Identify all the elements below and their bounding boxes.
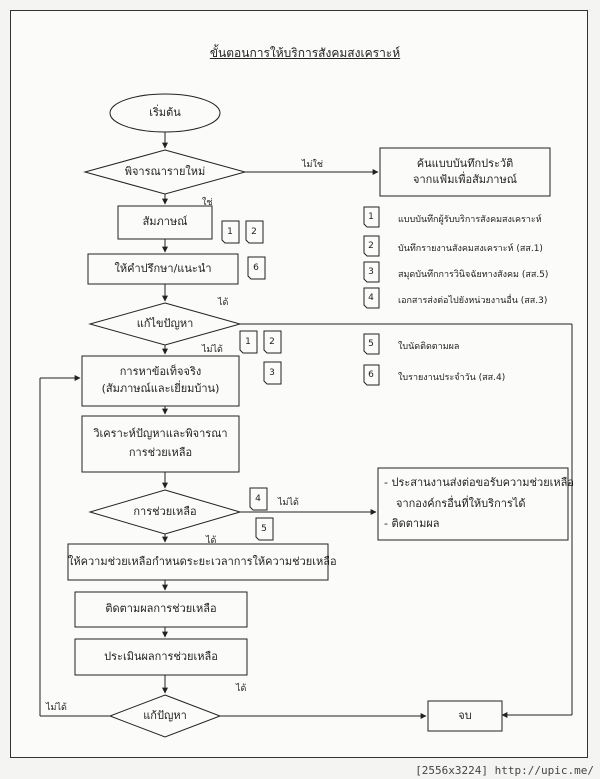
doc-number-6a: 6: [253, 263, 259, 273]
search-history-box: [379, 147, 551, 197]
end-label: จบ: [458, 709, 472, 722]
legend-text-4: เอกสารส่งต่อไปยังหน่วยงานอื่น (สส.3): [398, 296, 548, 306]
doc-icon-6a: [247, 256, 266, 280]
doc-icon-2a: [245, 220, 264, 244]
provide-help-label: ให้ความช่วยเหลือกำหนดระยะเวลาการให้ความช…: [68, 555, 337, 568]
edge-label-no: ไม่ใช่: [302, 160, 323, 170]
fact-finding-box: [81, 355, 240, 407]
legend-doc-4: [363, 287, 380, 309]
legend-number-6: 6: [368, 370, 374, 380]
doc-icon-1b: [239, 330, 258, 354]
counsel-box: [87, 253, 239, 285]
legend-text-1: แบบบันทึกผู้รับบริการสังคมสงเคราะห์: [398, 215, 542, 225]
assist-label: การช่วยเหลือ: [133, 505, 197, 518]
doc-icon-3b: [263, 361, 282, 385]
doc-icon-1a: [221, 220, 240, 244]
doc-number-2a: 2: [251, 227, 257, 237]
doc-number-1a: 1: [227, 227, 233, 237]
consider-new-label: พิจารณารายใหม่: [124, 165, 206, 178]
analyze-label-1: วิเคราะห์ปัญหาและพิจารณา: [93, 427, 228, 440]
follow-up-box: [74, 591, 248, 628]
evaluate-box: [74, 638, 248, 676]
coordinate-box: [377, 467, 569, 541]
legend-doc-6: [363, 364, 380, 386]
provide-help-box: [67, 543, 329, 581]
edge-label-solved-2: ได้: [236, 684, 247, 694]
flowchart-page: [10, 10, 588, 758]
coordinate-label-2: จากองค์กรอื่นที่ให้บริการได้: [396, 497, 526, 510]
legend-number-3: 3: [368, 267, 374, 277]
legend-text-5: ใบนัดติดตามผล: [398, 342, 460, 352]
search-history-label-1: ค้นแบบบันทึกประวัติ: [416, 157, 514, 170]
doc-number-1b: 1: [245, 337, 251, 347]
doc-number-5c: 5: [261, 524, 267, 534]
doc-icon-4c: [249, 487, 268, 511]
legend-doc-5: [363, 333, 380, 355]
edge-label-assist-no: ไม่ได้: [278, 498, 299, 508]
solved-decision-2: [108, 694, 222, 738]
edge-label-not-solved-1: ไม่ได้: [202, 345, 223, 355]
coordinate-label-1: - ประสานงานส่งต่อขอรับความช่วยเหลือ: [384, 476, 575, 489]
start-label: เริ่มต้น: [149, 106, 181, 119]
legend-number-4: 4: [368, 293, 374, 303]
fact-finding-label-1: การหาข้อเท็จจริง: [119, 365, 202, 378]
fact-finding-label-2: (สัมภาษณ์และเยี่ยมบ้าน): [101, 382, 220, 395]
analyze-box: [81, 415, 240, 473]
counsel-label: ให้คำปรึกษา/แนะนำ: [114, 262, 212, 275]
follow-up-label: ติดตามผลการช่วยเหลือ: [105, 602, 217, 615]
legend-number-2: 2: [368, 241, 374, 251]
legend-text-3: สมุดบันทึกการวินิจฉัยทางสังคม (สส.5): [398, 270, 549, 280]
coordinate-label-3: - ติดตามผล: [384, 517, 440, 530]
analyze-label-2: การช่วยเหลือ: [128, 446, 193, 459]
doc-number-3b: 3: [269, 368, 275, 378]
doc-number-4c: 4: [255, 494, 261, 504]
legend-doc-1: [363, 206, 380, 228]
solved-1-label: แก้ไขปัญหา: [136, 317, 194, 330]
edge-label-assist-yes: ได้: [206, 536, 217, 546]
doc-icon-2b: [263, 330, 282, 354]
doc-icon-5c: [255, 517, 274, 541]
legend-doc-3: [363, 261, 380, 283]
interview-label: สัมภาษณ์: [142, 215, 188, 228]
legend-text-2: บันทึกรายงานสังคมสงเคราะห์ (สส.1): [398, 244, 543, 254]
end-box: [427, 700, 503, 732]
legend-number-1: 1: [368, 212, 374, 222]
evaluate-label: ประเมินผลการช่วยเหลือ: [104, 650, 218, 663]
solved-2-label: แก้ปัญหา: [143, 709, 187, 722]
legend-number-5: 5: [368, 339, 374, 349]
edge-label-yes: ใช่: [202, 198, 213, 208]
search-history-label-2: จากแฟ้มเพื่อสัมภาษณ์: [413, 173, 517, 186]
doc-number-2b: 2: [269, 337, 275, 347]
watermark: [2556x3224] http://upic.me/: [415, 764, 594, 777]
edge-label-not-solved-2: ไม่ได้: [46, 703, 67, 713]
legend-text-6: ใบรายงานประจำวัน (สส.4): [398, 373, 506, 383]
page-title: ขั้นตอนการให้บริการสังคมสงเคราะห์: [209, 46, 401, 60]
legend-doc-2: [363, 235, 380, 257]
edge-label-solved-1: ได้: [218, 298, 229, 308]
